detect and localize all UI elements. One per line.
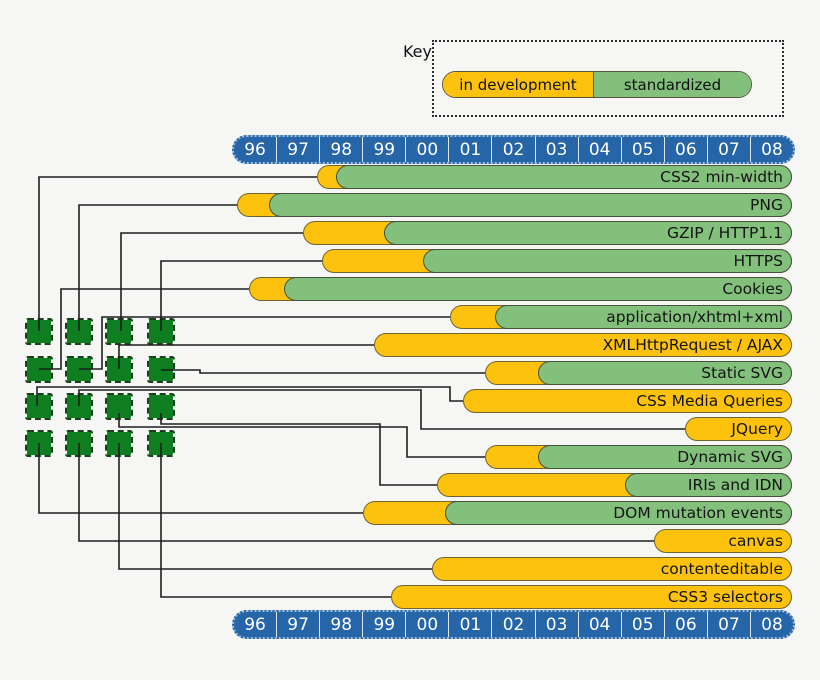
year-cell-96: 96 xyxy=(234,612,278,637)
year-cell-96: 96 xyxy=(234,137,278,162)
year-cell-05: 05 xyxy=(622,137,665,162)
bar-iris-and-idn: IRIs and IDN xyxy=(437,472,793,497)
year-cell-02: 02 xyxy=(492,612,536,637)
source-marker-r2c1 xyxy=(65,393,93,420)
connector-line xyxy=(36,386,463,406)
bar-label: CSS Media Queries xyxy=(636,391,783,410)
year-cell-01: 01 xyxy=(449,137,493,162)
bar-standardized-segment xyxy=(538,360,793,385)
year-cell-08: 08 xyxy=(761,614,783,635)
source-marker-r3c1 xyxy=(65,430,93,457)
source-marker-r2c0 xyxy=(25,393,53,420)
bar-css-media-queries: CSS Media Queries xyxy=(463,389,792,413)
bar-label: Cookies xyxy=(722,279,783,298)
year-cell-07: 07 xyxy=(708,612,751,637)
legend-standardized: standardized xyxy=(593,72,751,97)
bar-standardized-segment xyxy=(423,248,793,273)
bar-png: PNG xyxy=(237,192,793,217)
source-marker-r0c2 xyxy=(105,318,133,345)
bar-label: canvas xyxy=(728,531,783,550)
year-cell-01: 01 xyxy=(449,612,493,637)
year-cell-03: 03 xyxy=(536,612,579,637)
bar-label: PNG xyxy=(750,195,783,214)
year-cell-99: 99 xyxy=(363,137,407,162)
connector-line xyxy=(78,204,238,331)
year-cell-06: 06 xyxy=(665,137,708,162)
bar-dom-mutation-events: DOM mutation events xyxy=(363,500,793,525)
year-cell-97: 97 xyxy=(277,612,321,637)
source-marker-r0c0 xyxy=(25,318,53,345)
key-box: in development standardized xyxy=(432,40,784,117)
bar-standardized-segment xyxy=(384,220,793,245)
bar-canvas: canvas xyxy=(654,529,792,553)
year-cell-02: 02 xyxy=(492,137,536,162)
year-cell-00: 00 xyxy=(406,137,450,162)
bar-label: XMLHttpRequest / AJAX xyxy=(602,335,783,354)
bar-jquery: JQuery xyxy=(685,417,792,441)
bar-label: CSS3 selectors xyxy=(667,587,783,606)
legend-pill: in development standardized xyxy=(442,71,752,98)
source-marker-r2c3 xyxy=(147,393,175,420)
year-cell-98: 98 xyxy=(320,137,364,162)
legend-in-development: in development xyxy=(443,72,593,97)
bar-application-xhtml-xml: application/xhtml+xml xyxy=(450,304,793,329)
bar-gzip-http1-1: GZIP / HTTP1.1 xyxy=(303,220,793,245)
bar-label: application/xhtml+xml xyxy=(606,307,783,326)
bar-label: IRIs and IDN xyxy=(687,475,783,494)
connector-line xyxy=(161,369,485,374)
source-marker-r1c3 xyxy=(147,356,175,383)
bar-label: GZIP / HTTP1.1 xyxy=(667,223,783,242)
bar-standardized-segment xyxy=(336,164,793,189)
bar-label: JQuery xyxy=(731,419,783,438)
bar-label: Dynamic SVG xyxy=(677,447,783,466)
source-marker-r3c0 xyxy=(25,430,53,457)
year-cell-98: 98 xyxy=(320,612,364,637)
year-cell-99: 99 xyxy=(363,612,407,637)
bar-standardized-segment xyxy=(495,304,793,329)
source-marker-r0c1 xyxy=(65,318,93,345)
year-cell-05: 05 xyxy=(622,612,665,637)
bar-xmlhttprequest-ajax: XMLHttpRequest / AJAX xyxy=(374,333,792,357)
year-cell-08: 08 xyxy=(761,139,783,160)
bar-label: contenteditable xyxy=(660,559,783,578)
bar-static-svg: Static SVG xyxy=(485,360,793,385)
bar-standardized-segment xyxy=(284,276,793,301)
bar-label: CSS2 min-width xyxy=(660,167,783,186)
source-marker-r3c2 xyxy=(105,430,133,457)
year-cell-03: 03 xyxy=(536,137,579,162)
year-cell-04: 04 xyxy=(579,137,622,162)
connector-line xyxy=(160,443,391,598)
bar-contenteditable: contenteditable xyxy=(432,557,792,581)
connector-line xyxy=(160,413,437,486)
bar-standardized-segment xyxy=(269,192,793,217)
year-cell-07: 07 xyxy=(708,137,751,162)
source-marker-r3c3 xyxy=(147,430,175,457)
bar-css3-selectors: CSS3 selectors xyxy=(391,585,792,609)
year-cell-97: 97 xyxy=(277,137,321,162)
bar-css2-min-width: CSS2 min-width xyxy=(317,164,793,189)
bar-dynamic-svg: Dynamic SVG xyxy=(485,444,793,469)
source-marker-r1c0 xyxy=(25,356,53,383)
year-cell-04: 04 xyxy=(579,612,622,637)
bar-label: DOM mutation events xyxy=(613,503,783,522)
bar-label: HTTPS xyxy=(733,251,783,270)
year-cell-00: 00 xyxy=(406,612,450,637)
key-label: Key xyxy=(402,42,432,61)
source-marker-r2c2 xyxy=(105,393,133,420)
bar-cookies: Cookies xyxy=(249,276,793,301)
source-marker-r1c1 xyxy=(65,356,93,383)
source-marker-r0c3 xyxy=(147,318,175,345)
bar-https: HTTPS xyxy=(322,248,793,273)
bar-label: Static SVG xyxy=(701,363,783,382)
year-cell-06: 06 xyxy=(665,612,708,637)
source-marker-r1c2 xyxy=(105,356,133,383)
